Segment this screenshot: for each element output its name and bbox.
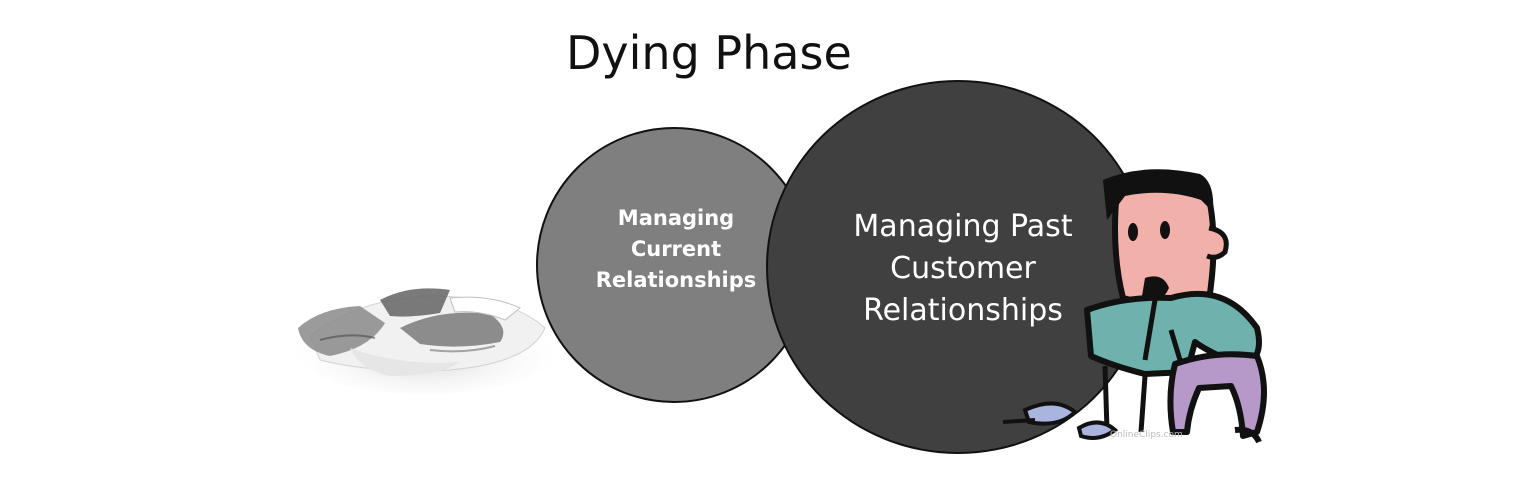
broken-plate-icon	[293, 288, 557, 394]
slide-title: Dying Phase	[566, 26, 852, 80]
past-relationships-circle: Managing Past Customer Relationships	[766, 80, 1150, 454]
current-relationships-label: Managing Current Relationships	[595, 205, 757, 292]
clip-watermark: OnlineClips.com	[1110, 430, 1183, 440]
past-relationships-label: Managing Past Customer Relationships	[853, 209, 1073, 328]
sad-man-with-broken-cup-icon	[1002, 169, 1267, 444]
